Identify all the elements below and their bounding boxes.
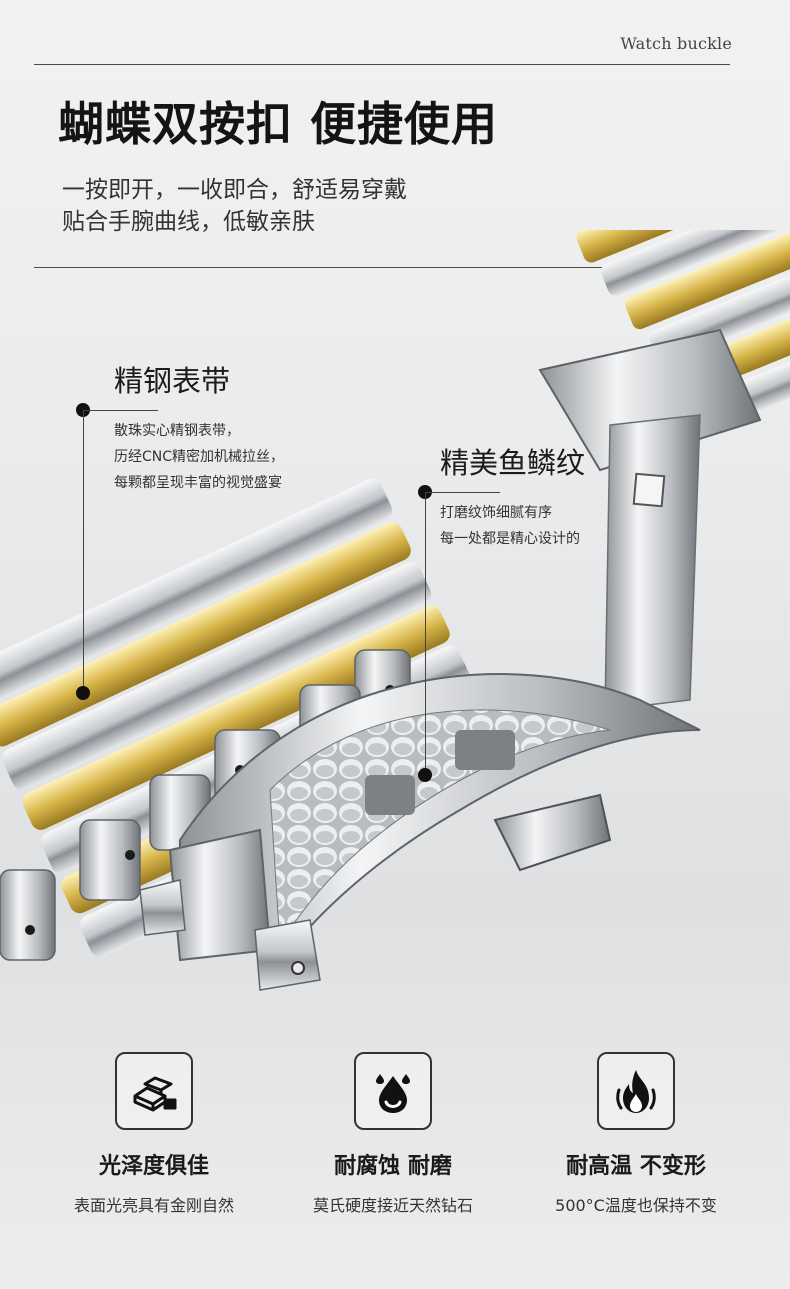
middle-divider — [34, 267, 654, 268]
water-drop-icon — [354, 1052, 432, 1130]
brand-english-label: Watch buckle — [620, 34, 732, 53]
feature-heat: 耐高温 不变形 500°C温度也保持不变 — [516, 1052, 756, 1216]
watch-bracelet-illustration — [0, 230, 790, 991]
flame-icon — [597, 1052, 675, 1130]
scale-pattern-connector — [425, 492, 500, 493]
steel-band-leader-line — [83, 410, 84, 693]
subtitle-line-2: 贴合手腕曲线，低敏亲肤 — [62, 209, 315, 235]
scale-pattern-description: 打磨纹饰细腻有序 每一处都是精心设计的 — [440, 500, 580, 552]
feature-heat-title: 耐高温 不变形 — [566, 1153, 706, 1179]
steel-band-connector — [83, 410, 158, 411]
steel-band-desc-line-3: 每颗都呈现丰富的视觉盛宴 — [114, 475, 282, 491]
feature-corrosion-desc: 莫氏硬度接近天然钻石 — [312, 1196, 473, 1215]
scale-pattern-target-dot — [418, 768, 432, 782]
feature-gloss-desc: 表面光亮具有金刚自然 — [73, 1196, 234, 1215]
feature-gloss: 光泽度俱佳 表面光亮具有金刚自然 — [34, 1052, 274, 1216]
scale-pattern-desc-line-1: 打磨纹饰细腻有序 — [440, 505, 552, 521]
feature-gloss-title: 光泽度俱佳 — [98, 1153, 209, 1179]
gold-bars-icon — [115, 1052, 193, 1130]
page-headline: 蝴蝶双按扣 便捷使用 — [58, 97, 499, 151]
feature-corrosion: 耐腐蚀 耐磨 莫氏硬度接近天然钻石 — [273, 1052, 513, 1216]
steel-band-desc-line-2: 历经CNC精密加机械拉丝， — [114, 449, 285, 465]
feature-heat-desc: 500°C温度也保持不变 — [555, 1196, 717, 1215]
steel-band-description: 散珠实心精钢表带， 历经CNC精密加机械拉丝， 每颗都呈现丰富的视觉盛宴 — [114, 418, 284, 496]
feature-corrosion-title: 耐腐蚀 耐磨 — [334, 1153, 452, 1179]
steel-band-target-dot — [76, 686, 90, 700]
steel-band-desc-line-1: 散珠实心精钢表带， — [114, 423, 240, 439]
scale-pattern-title: 精美鱼鳞纹 — [440, 446, 586, 480]
scale-pattern-leader-line — [425, 492, 426, 775]
steel-band-title: 精钢表带 — [114, 364, 231, 398]
scale-pattern-desc-line-2: 每一处都是精心设计的 — [440, 531, 580, 547]
top-divider — [34, 64, 730, 65]
subtitle-line-1: 一按即开，一收即合，舒适易穿戴 — [62, 177, 407, 203]
